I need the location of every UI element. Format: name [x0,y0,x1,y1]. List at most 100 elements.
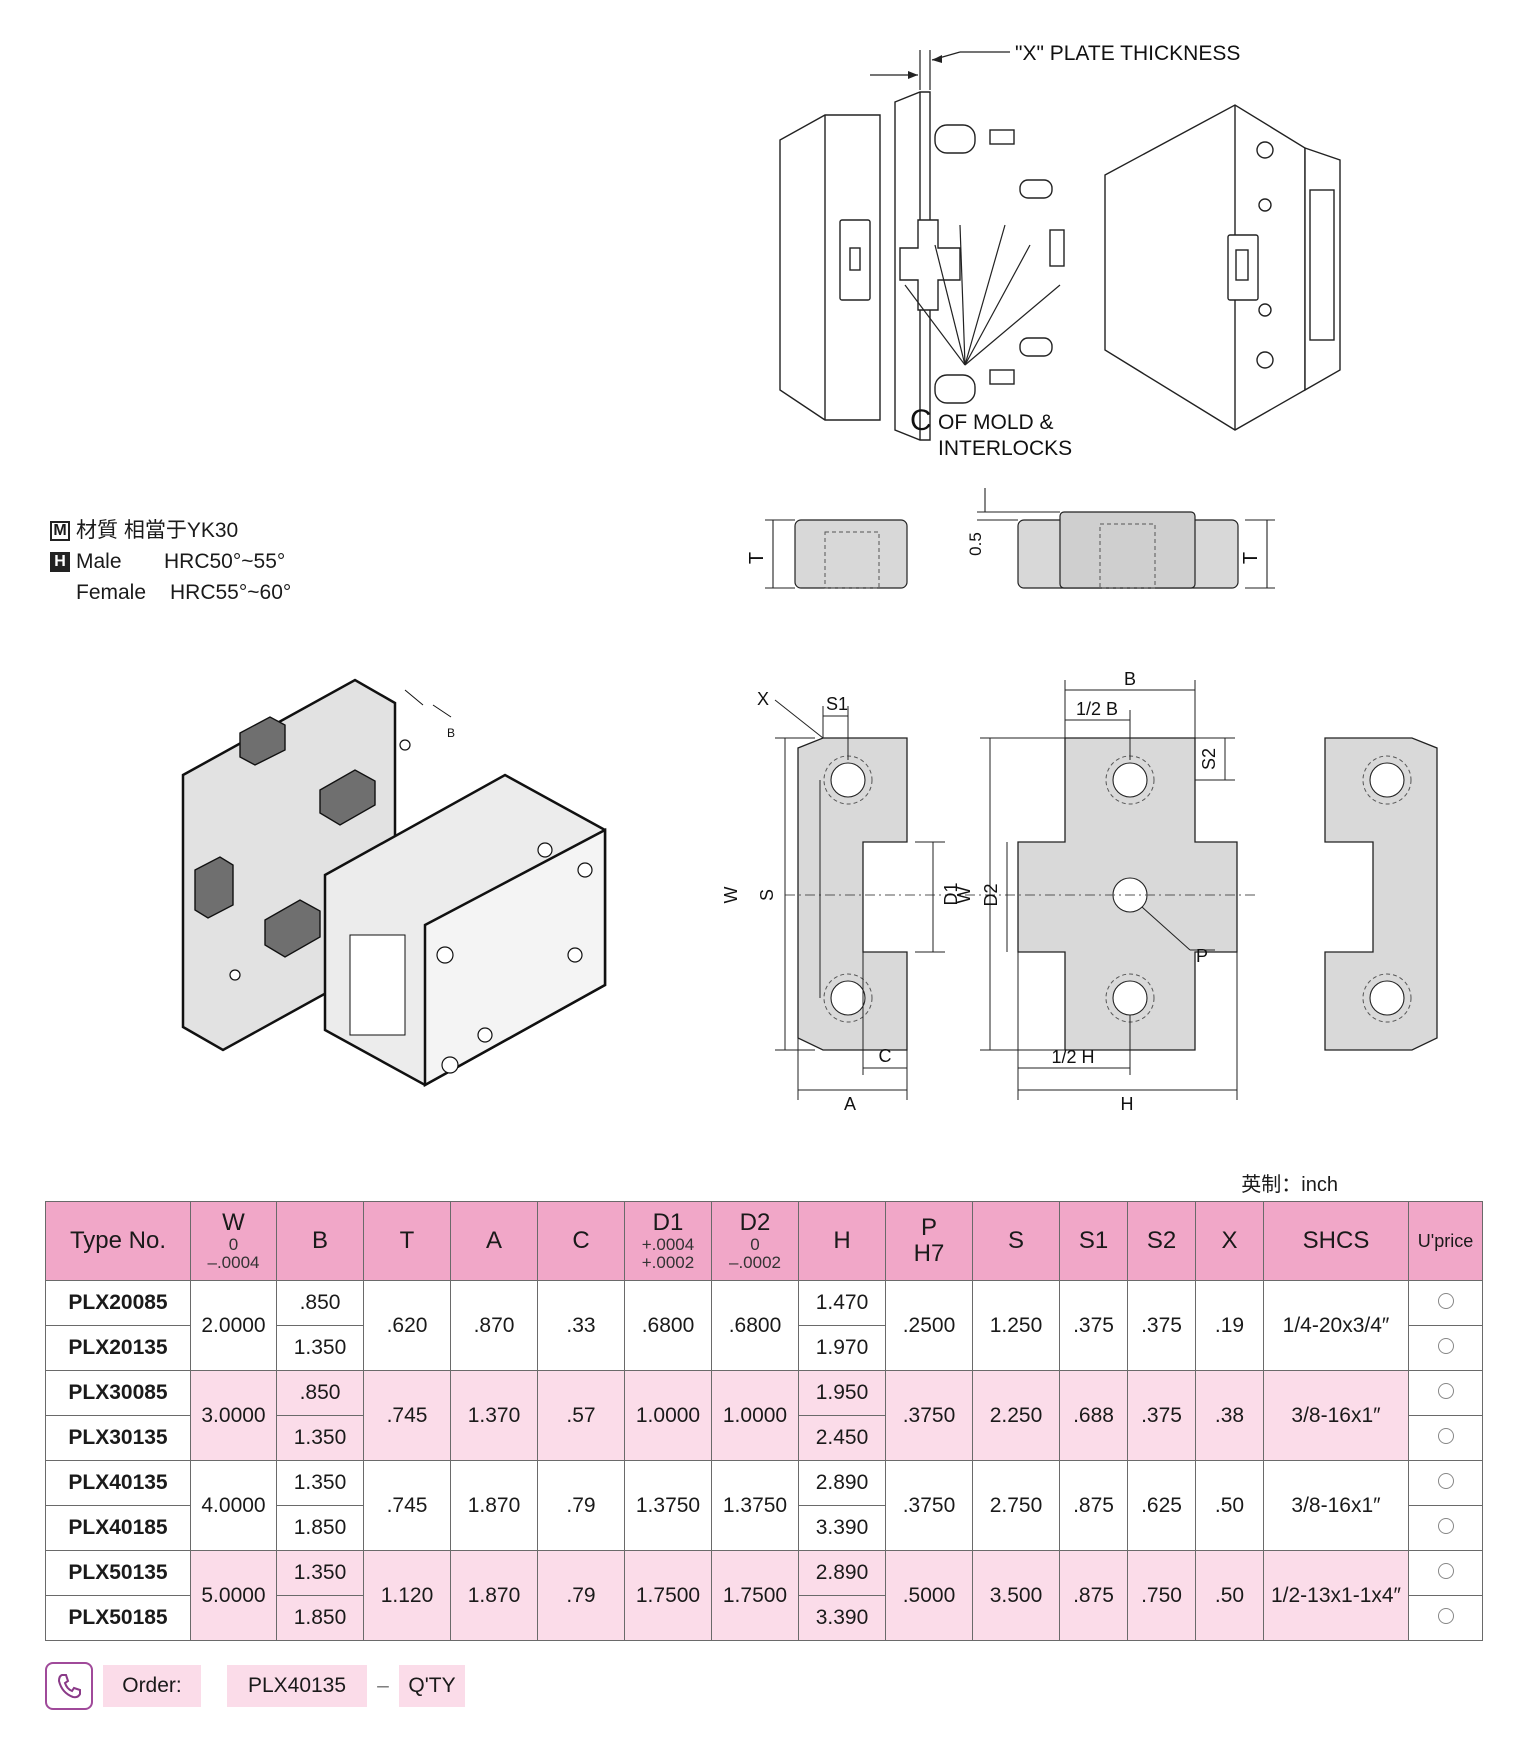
dim-half-H: 1/2 H [1051,1047,1094,1067]
price-radio[interactable] [1437,1428,1454,1444]
S-cell: 3.500 [972,1550,1060,1641]
C-cell: .33 [537,1280,625,1371]
female-hardness: HRC55°~60° [170,581,292,604]
dim-B: B [1124,670,1136,689]
W-cell: 5.0000 [190,1550,277,1641]
C-cell: .79 [537,1460,625,1551]
D1-cell: 1.7500 [624,1550,712,1641]
A-cell: .870 [450,1280,538,1371]
C-cell: .57 [537,1370,625,1461]
X-cell: .19 [1195,1280,1264,1371]
order-qty-field[interactable]: Q'TY [399,1665,465,1707]
price-cell[interactable] [1408,1280,1483,1326]
B-cell: 1.850 [276,1505,364,1551]
X-cell: .38 [1195,1370,1264,1461]
B-cell: 1.350 [276,1550,364,1596]
centerline-symbol: C [910,404,932,437]
price-radio[interactable] [1437,1608,1454,1624]
W-cell: 3.0000 [190,1370,277,1461]
D2-cell: 1.3750 [711,1460,799,1551]
S2-cell: .375 [1127,1370,1196,1461]
D1-cell: 1.0000 [624,1370,712,1461]
D2-cell: 1.7500 [711,1550,799,1641]
price-cell[interactable] [1408,1370,1483,1416]
dim-W-center: W [954,887,974,904]
phone-icon [45,1662,93,1710]
price-cell[interactable] [1408,1460,1483,1506]
SHCS-cell: 1/2-13x1-1x4″ [1263,1550,1409,1641]
hardness-badge: H [50,551,70,572]
S2-cell: .625 [1127,1460,1196,1551]
price-cell[interactable] [1408,1595,1483,1641]
price-radio[interactable] [1437,1518,1454,1534]
iso-dim-B: B [447,726,455,740]
B-cell: .850 [276,1370,364,1416]
male-label: Male [76,550,122,573]
type-cell: PLX50135 [45,1550,191,1596]
type-cell: PLX30135 [45,1415,191,1461]
H-cell: 2.890 [798,1460,886,1506]
table-row: PLX40135 4.0000 1.350 .745 1.870 .79 1.3… [45,1460,1483,1551]
header-S2: S2 [1127,1201,1196,1281]
dim-W-left: W [721,887,741,904]
dim-S: S [757,889,777,901]
T-cell: .745 [363,1460,451,1551]
dim-C: C [879,1046,892,1066]
P-cell: .3750 [885,1460,973,1551]
H-cell: 1.950 [798,1370,886,1416]
price-cell[interactable] [1408,1415,1483,1461]
H-cell: 3.390 [798,1505,886,1551]
price-radio[interactable] [1437,1293,1454,1309]
isometric-mold-drawing: B [181,678,607,1088]
centerline-label-1: OF MOLD & [938,411,1054,434]
S2-cell: .750 [1127,1550,1196,1641]
T-cell: .620 [363,1280,451,1371]
A-cell: 1.370 [450,1370,538,1461]
header-T: T [363,1201,451,1281]
header-C: C [537,1201,625,1281]
H-cell: 1.470 [798,1280,886,1326]
price-radio[interactable] [1437,1563,1454,1579]
dim-S1: S1 [826,694,848,714]
order-line: Order: PLX40135 – Q'TY [45,1662,465,1710]
dim-05: 0.5 [966,532,985,556]
C-cell: .79 [537,1550,625,1641]
B-cell: 1.350 [276,1415,364,1461]
table-row: PLX50135 5.0000 1.350 1.120 1.870 .79 1.… [45,1550,1483,1641]
price-cell[interactable] [1408,1550,1483,1596]
material-badge: M [50,520,70,541]
S2-cell: .375 [1127,1280,1196,1371]
table-row: PLX40185 1.850 3.390 [45,1505,1483,1551]
dim-P: P [1196,946,1208,966]
order-example-field[interactable]: PLX40135 [227,1665,367,1707]
table-row: PLX30135 1.350 2.450 [45,1415,1483,1461]
D1-cell: .6800 [624,1280,712,1371]
price-cell[interactable] [1408,1325,1483,1371]
price-radio[interactable] [1437,1338,1454,1354]
material-text: 材質 相當于YK30 [76,519,239,542]
dim-T-left: T [746,552,768,564]
dim-D1: D1 [941,882,961,905]
type-cell: PLX40185 [45,1505,191,1551]
H-cell: 2.450 [798,1415,886,1461]
price-radio[interactable] [1437,1383,1454,1399]
X-cell: .50 [1195,1550,1264,1641]
header-SHCS: SHCS [1263,1201,1409,1281]
dim-X: X [757,689,769,709]
unit-label: 英制：inch [1241,1174,1338,1196]
price-cell[interactable] [1408,1505,1483,1551]
D2-cell: .6800 [711,1280,799,1371]
SHCS-cell: 3/8-16x1″ [1263,1460,1409,1551]
D1-cell: 1.3750 [624,1460,712,1551]
price-radio[interactable] [1437,1473,1454,1489]
W-cell: 4.0000 [190,1460,277,1551]
order-dash: – [377,1674,389,1697]
P-cell: .2500 [885,1280,973,1371]
A-cell: 1.870 [450,1460,538,1551]
dim-H: H [1121,1094,1134,1114]
mold-assembly-drawing: "X" PLATE THICKNESS C OF MOLD & INTERLOC… [779,42,1341,460]
